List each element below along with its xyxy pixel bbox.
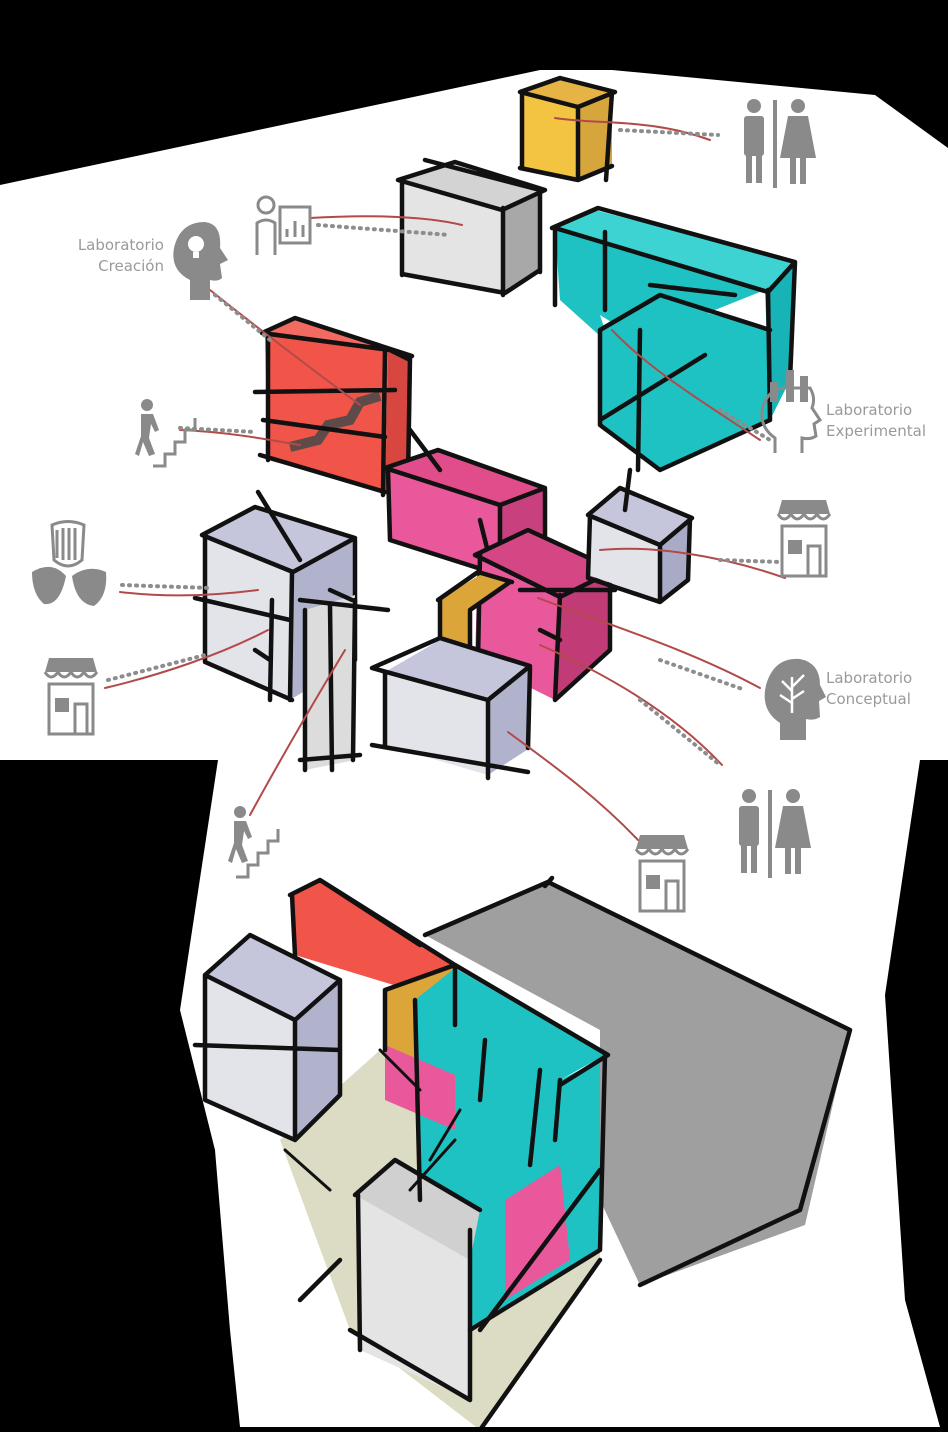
experimental-lab-volume-teal	[549, 205, 798, 473]
label-lab-creacion: Laboratorio Creación	[60, 235, 164, 277]
label-lab-creacion-line1: Laboratorio	[77, 236, 164, 254]
ochre-bridge	[435, 569, 515, 655]
shop-volume-bottom	[369, 635, 533, 781]
shop-volume-right	[585, 467, 695, 605]
shop-icon-left	[43, 658, 99, 736]
restroom-volume-top	[517, 75, 618, 183]
label-lab-experimental-line1: Laboratorio	[826, 401, 913, 419]
stair-column	[297, 587, 391, 773]
plaza-grey	[425, 882, 850, 1285]
leader-lines	[104, 117, 786, 841]
presentation-icon	[255, 195, 312, 255]
label-lab-experimental-line2: Experimental	[826, 422, 927, 440]
stairs-icon-bottom	[228, 806, 280, 879]
head-lightbulb-icon	[173, 222, 228, 300]
presentation-volume	[395, 157, 548, 298]
label-lab-conceptual-line1: Laboratorio	[826, 669, 913, 687]
staircase-volume-red	[252, 315, 415, 498]
label-lab-conceptual-line2: Conceptual	[826, 690, 911, 708]
head-tools-icon	[760, 370, 823, 453]
label-lab-creacion-line2: Creación	[98, 257, 164, 275]
restroom-icon-bottom	[739, 789, 811, 878]
shop-icon-right	[776, 500, 832, 578]
theatre-masks-icon	[32, 520, 107, 606]
stairs-icon	[135, 399, 197, 468]
assembled-building	[192, 875, 853, 1432]
head-tree-icon	[764, 658, 826, 740]
shop-icon-bottom	[634, 835, 690, 913]
label-lab-experimental: Laboratorio Experimental	[826, 400, 936, 442]
label-lab-conceptual: Laboratorio Conceptual	[826, 668, 936, 710]
restroom-icon	[744, 99, 816, 188]
